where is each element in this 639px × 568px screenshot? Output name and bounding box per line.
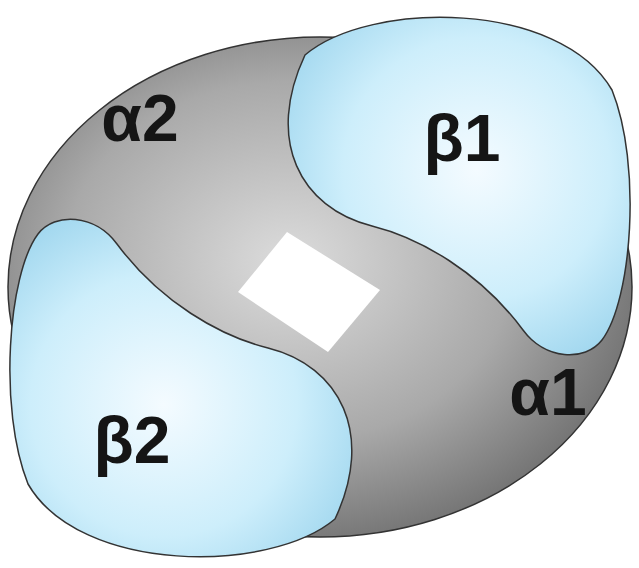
beta-subunit-label: β2 [88,401,177,479]
subunit-name: α1 [509,359,586,425]
central-cavity [238,232,380,352]
subunit-name: β1 [424,105,501,171]
beta-subunit-label: β1 [418,99,507,177]
alpha-subunit-label: α2 [95,79,184,157]
beta-subunit [10,219,352,556]
subunit-name: β2 [94,407,171,473]
alpha-subunit-label: α1 [503,353,592,431]
subunit-name: α2 [101,85,178,151]
beta-subunit [288,17,630,354]
